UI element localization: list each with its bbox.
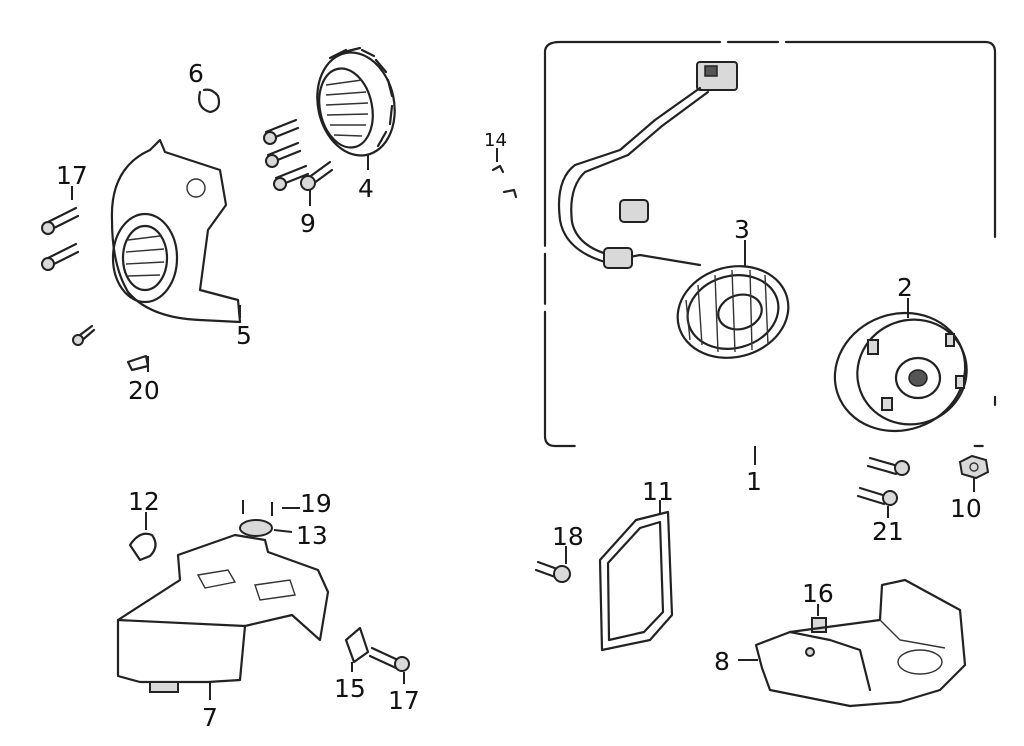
bolts-21: [856, 456, 910, 518]
callout-2: 2: [897, 273, 913, 302]
gasket-11: [598, 500, 674, 652]
callout-11: 11: [642, 477, 674, 506]
cylinder-shroud-7: [116, 533, 330, 700]
cooling-fan: [316, 46, 396, 170]
fan-shroud: [110, 138, 242, 324]
screws-14: [491, 148, 518, 199]
clip-6: [198, 88, 221, 114]
callout-13: 13: [296, 521, 328, 550]
lower-cover-8: [738, 578, 967, 708]
callout-21: 21: [872, 517, 904, 546]
callout-4: 4: [358, 174, 374, 203]
callout-8: 8: [714, 647, 730, 676]
callout-12: 12: [128, 487, 160, 516]
callout-18: 18: [552, 522, 584, 551]
screws-19: [242, 500, 300, 516]
callout-5: 5: [236, 321, 252, 350]
bolts-17-upper: [41, 186, 80, 271]
callout-20: 20: [128, 376, 160, 405]
callout-7: 7: [202, 703, 218, 732]
nut-10: [958, 454, 990, 492]
callout-3: 3: [734, 215, 750, 244]
callout-10: 10: [950, 494, 982, 523]
callout-labels: 1 2 3 4 5 6 7 8 9 10 11 12 13 14 15 16 1…: [56, 59, 982, 732]
screws-20: [72, 324, 150, 372]
callout-16: 16: [802, 579, 834, 608]
clip-12: [128, 512, 157, 562]
callout-19: 19: [300, 489, 332, 518]
bolt-17-lower: [368, 646, 410, 684]
bolt-18: [534, 546, 571, 583]
clip-15: [344, 626, 370, 672]
wire-harness: [557, 61, 738, 269]
callout-17-lower: 17: [388, 686, 420, 715]
callout-6: 6: [188, 59, 204, 88]
callout-1: 1: [746, 467, 762, 496]
callout-9: 9: [300, 209, 316, 238]
stator: [676, 240, 790, 359]
callout-14: 14: [484, 130, 507, 151]
assembly-1-bracket: [543, 40, 997, 465]
callout-15: 15: [334, 674, 366, 703]
callout-17-upper: 17: [56, 161, 88, 190]
fan-bolts: [263, 118, 334, 206]
flywheel-rotor: [833, 298, 968, 433]
grommet-13: [239, 519, 293, 537]
